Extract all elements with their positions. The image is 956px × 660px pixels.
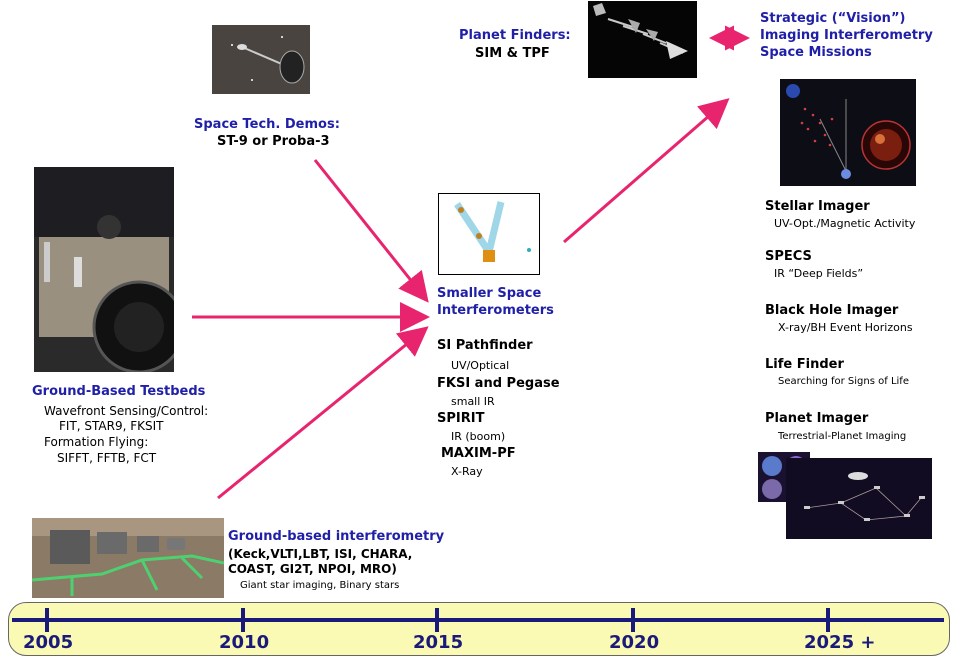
planet-finders-title: Planet Finders: <box>459 28 571 43</box>
testbeds-title: Ground-Based Testbeds <box>32 384 206 399</box>
timeline-axis <box>12 608 944 632</box>
space-tech-image <box>212 25 310 94</box>
mission-1-name: SPECS <box>765 249 812 264</box>
mission-4-desc: Terrestrial-Planet Imaging <box>778 431 907 442</box>
mission-4-name: Planet Imager <box>765 411 869 426</box>
smaller-line-1: Smaller Space <box>437 286 542 301</box>
mission-0-name: Stellar Imager <box>765 199 870 214</box>
smaller-item-2-name: SPIRIT <box>437 411 485 426</box>
arrow-smaller-to-vision <box>563 98 730 244</box>
space-tech-subtitle: ST-9 or Proba-3 <box>217 134 330 149</box>
mission-1-desc: IR “Deep Fields” <box>774 267 864 280</box>
smaller-item-0-name: SI Pathfinder <box>437 338 533 353</box>
ground-interf-line-1: (Keck,VLTI,LBT, ISI, CHARA, <box>228 547 413 561</box>
year-2010: 2010 <box>219 632 270 653</box>
smaller-line-2: Interferometers <box>437 303 554 318</box>
arrow-ground-to-smaller <box>217 326 429 500</box>
ground-interf-line-3: Giant star imaging, Binary stars <box>240 580 400 591</box>
ground-interf-title: Ground-based interferometry <box>228 529 445 544</box>
smaller-item-3-desc: X-Ray <box>451 465 483 478</box>
smaller-item-0-desc: UV/Optical <box>451 359 510 372</box>
arrow-space-tech-to-smaller <box>313 159 429 303</box>
vision-line-3: Space Missions <box>760 45 872 60</box>
mission-2-desc: X-ray/BH Event Horizons <box>778 321 913 334</box>
vision-title: Strategic (“Vision”) Imaging Interferome… <box>760 10 933 61</box>
smaller-item-1-name: FKSI and Pegase <box>437 376 560 391</box>
planet-finders-subtitle: SIM & TPF <box>475 46 550 61</box>
smaller-item-2-desc: IR (boom) <box>451 430 506 443</box>
year-2005: 2005 <box>23 632 74 653</box>
smaller-item-1-desc: small IR <box>451 395 495 408</box>
ground-interf-line-2: COAST, GI2T, NPOI, MRO) <box>228 562 397 576</box>
mission-3-desc: Searching for Signs of Life <box>778 376 909 387</box>
testbeds-line-1: Wavefront Sensing/Control: <box>44 404 209 418</box>
testbeds-line-4: SIFFT, FFTB, FCT <box>57 451 157 465</box>
vision-line-2: Imaging Interferometry <box>760 28 933 43</box>
vision-line-1: Strategic (“Vision”) <box>760 11 906 26</box>
smaller-item-3-name: MAXIM-PF <box>441 446 516 461</box>
planet-imager-constellation-image <box>786 458 932 539</box>
stellar-imager-image <box>780 79 916 186</box>
timeline-bar <box>8 602 950 656</box>
testbeds-line-3: Formation Flying: <box>44 435 149 449</box>
planet-finders-image <box>588 1 697 78</box>
space-tech-title: Space Tech. Demos: <box>194 117 340 132</box>
mission-3-name: Life Finder <box>765 357 844 372</box>
year-2025: 2025 + <box>804 632 876 653</box>
smaller-title: Smaller Space Interferometers <box>437 285 554 319</box>
smaller-interferometer-image <box>438 193 540 275</box>
ground-interferometry-image <box>32 518 224 598</box>
testbed-photo <box>34 167 174 372</box>
year-2015: 2015 <box>413 632 464 653</box>
testbeds-line-2: FIT, STAR9, FKSIT <box>59 419 164 433</box>
mission-0-desc: UV-Opt./Magnetic Activity <box>774 217 916 230</box>
year-2020: 2020 <box>609 632 660 653</box>
mission-2-name: Black Hole Imager <box>765 303 899 318</box>
